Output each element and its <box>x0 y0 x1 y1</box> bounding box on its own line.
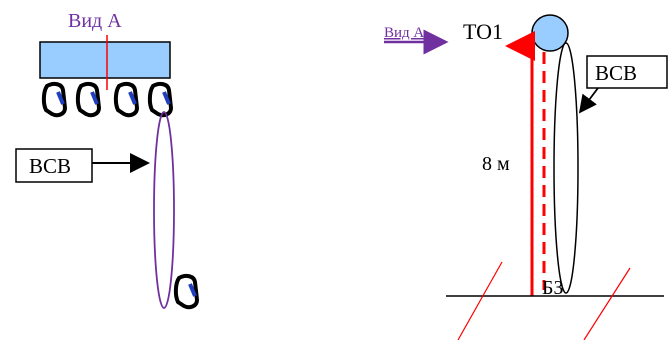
left-view-label: Вид А <box>68 10 122 32</box>
right-view-label: Вид А <box>384 25 424 41</box>
anchor-ball <box>531 14 569 52</box>
left-rope-label-box <box>15 148 93 183</box>
bottom-point-label: БЗ <box>542 277 564 299</box>
right-panel: Вид А ТО1 8 м ВСВ БЗ <box>384 14 668 340</box>
ground-hatch <box>457 261 503 340</box>
distance-label: 8 м <box>482 153 510 175</box>
left-panel: Вид А ВСВ <box>15 10 200 310</box>
carabiner-icon <box>41 81 68 118</box>
anchor-block <box>39 41 171 79</box>
top-point-label: ТО1 <box>463 19 503 44</box>
left-rope-label: ВСВ <box>29 154 71 178</box>
carabiner-icon <box>173 273 200 310</box>
right-rope-loop <box>553 42 579 294</box>
carabiner-icon <box>75 81 102 118</box>
right-rope-label-box <box>586 55 668 89</box>
right-rope-label: ВСВ <box>595 61 637 85</box>
carabiner-icon <box>113 81 140 118</box>
ground-hatch <box>583 267 631 340</box>
carabiner-icon <box>147 81 174 118</box>
right-label-arrow <box>578 87 599 114</box>
left-rope-loop <box>153 111 175 309</box>
